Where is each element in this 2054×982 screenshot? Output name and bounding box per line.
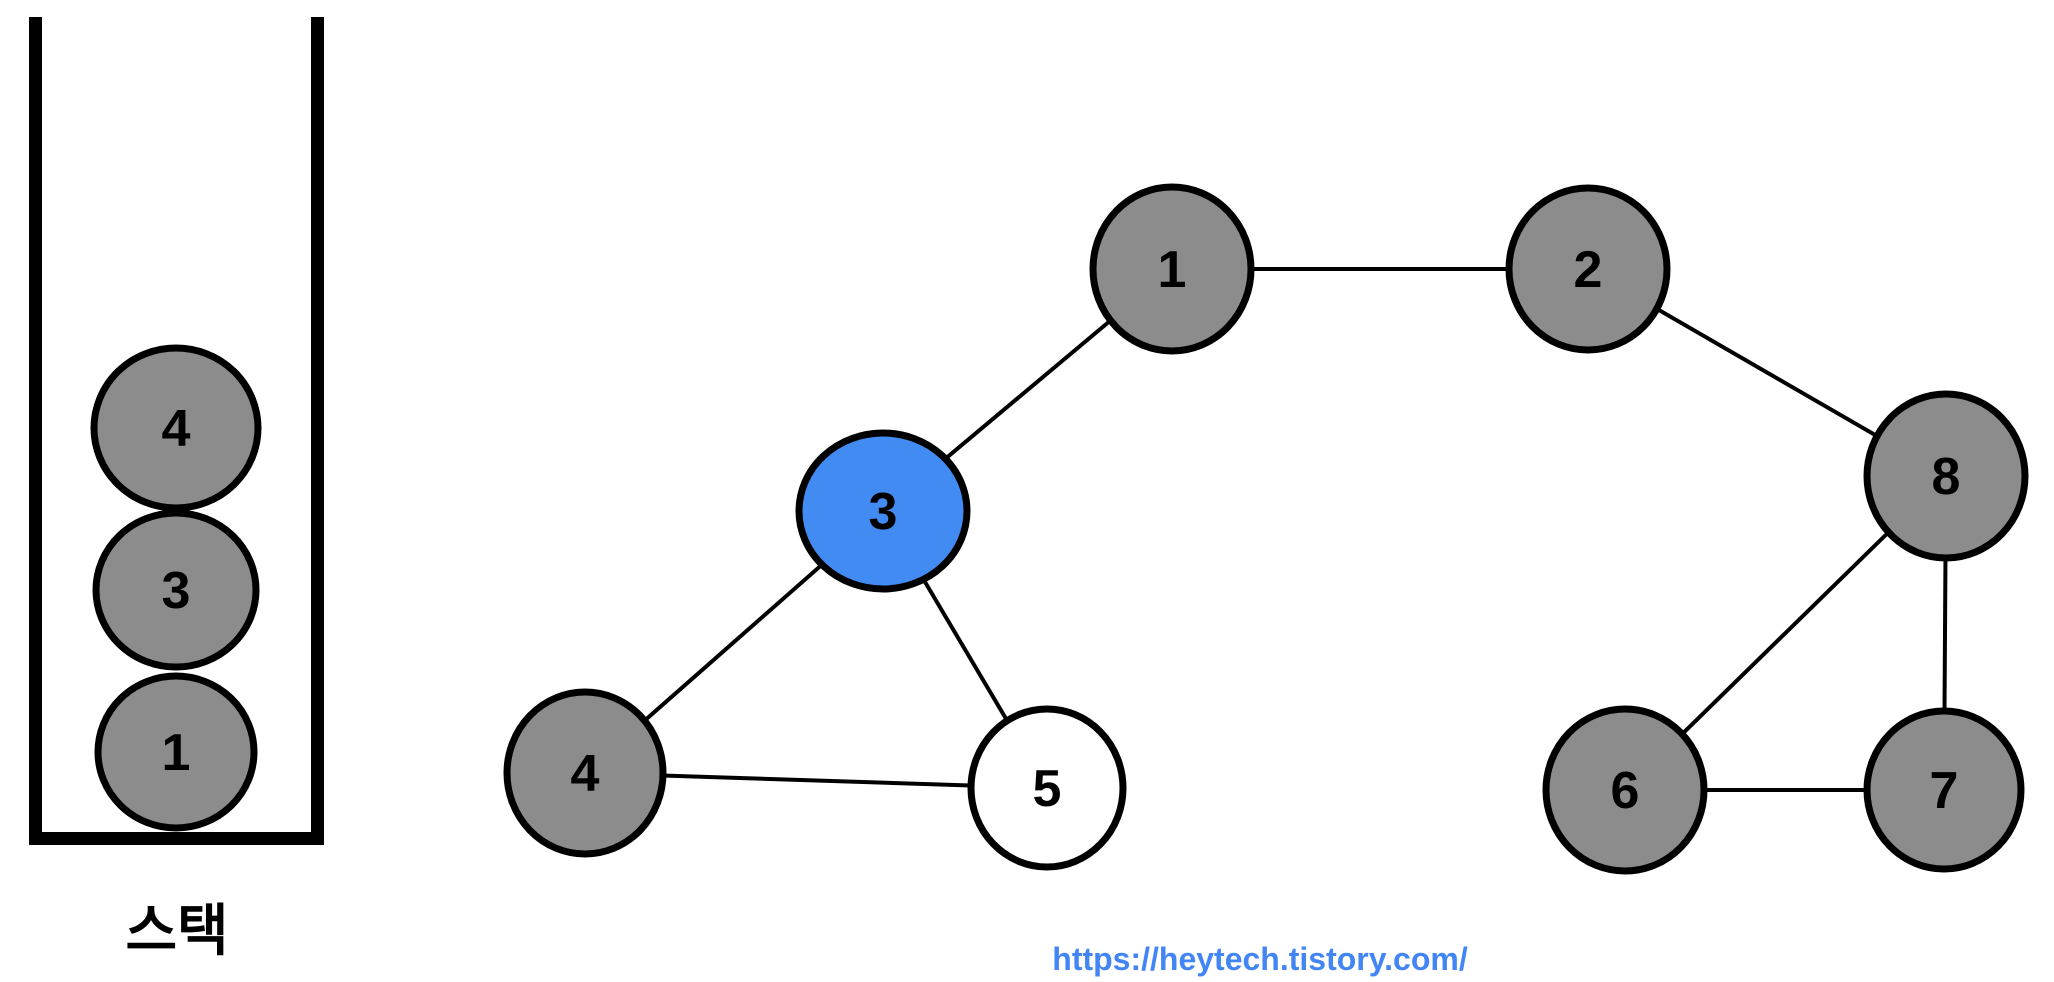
graph-node-4-circle [503,688,667,858]
graph-node-6: 6 [1542,705,1708,875]
stack-item-bottom-circle [94,672,258,832]
graph-node-8: 8 [1863,390,2029,562]
graph-node-3-circle [795,429,971,593]
graph-node-8-circle [1863,390,2029,562]
graph-nodes: 1 2 3 4 5 6 [503,183,2029,875]
graph-node-1-circle [1089,183,1255,355]
stack-item-top-circle [90,344,262,512]
graph-node-6-circle [1542,705,1708,875]
graph-node-2-circle [1505,184,1671,354]
graph-node-4: 4 [503,688,667,858]
graph-node-4-label: 4 [571,745,600,803]
graph-edges [583,267,1948,792]
stack-item-top-label: 4 [162,400,191,458]
graph-node-2-label: 2 [1574,241,1603,299]
stack-item-bottom-label: 1 [162,724,191,782]
stack-item-middle-label: 3 [162,562,191,620]
graph-node-2: 2 [1505,184,1671,354]
graph-node-5-unvisited: 5 [967,705,1127,871]
stack-title: 스택 [125,899,228,962]
graph-node-7-label: 7 [1930,762,1959,820]
stack-item-middle: 3 [92,509,260,671]
stack: 4 3 1 스택 [29,17,324,962]
graph-node-1: 1 [1089,183,1255,355]
graph-node-6-label: 6 [1611,762,1640,820]
site-url-link[interactable]: https://heytech.tistory.com/ [1052,941,1468,977]
graph-node-5-circle [967,705,1127,871]
stack-item-top: 4 [90,344,262,512]
graph-node-1-label: 1 [1158,241,1187,299]
graph-node-7-circle [1863,707,2025,873]
graph-node-3-current: 3 [795,429,971,593]
graph-node-7: 7 [1863,707,2025,873]
graph-node-3-label: 3 [869,483,898,541]
graph-node-5-label: 5 [1033,760,1062,818]
graph-node-8-label: 8 [1932,448,1961,506]
stack-item-bottom: 1 [94,672,258,832]
stack-item-middle-circle [92,509,260,671]
stack-frame [29,17,324,845]
